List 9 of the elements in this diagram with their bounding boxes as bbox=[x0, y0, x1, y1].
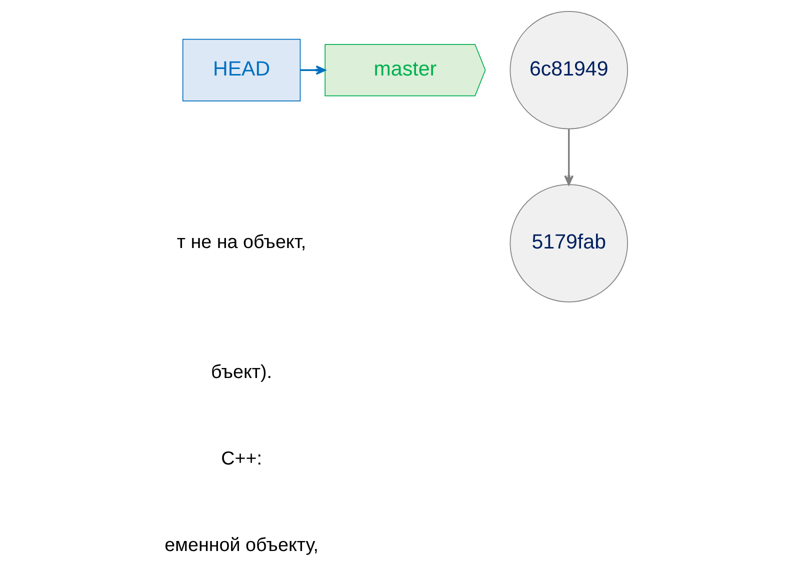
label: бъект). bbox=[211, 360, 272, 382]
label: т не на объект, bbox=[176, 231, 306, 252]
node-box: HEAD bbox=[182, 38, 301, 102]
node-circle: 6c81949 bbox=[510, 11, 628, 130]
arrow bbox=[564, 129, 574, 186]
arrow bbox=[300, 65, 326, 75]
node-circle: 5179fab bbox=[510, 184, 628, 302]
label: еменной объекту, bbox=[164, 534, 319, 555]
label: C++: bbox=[221, 447, 262, 468]
